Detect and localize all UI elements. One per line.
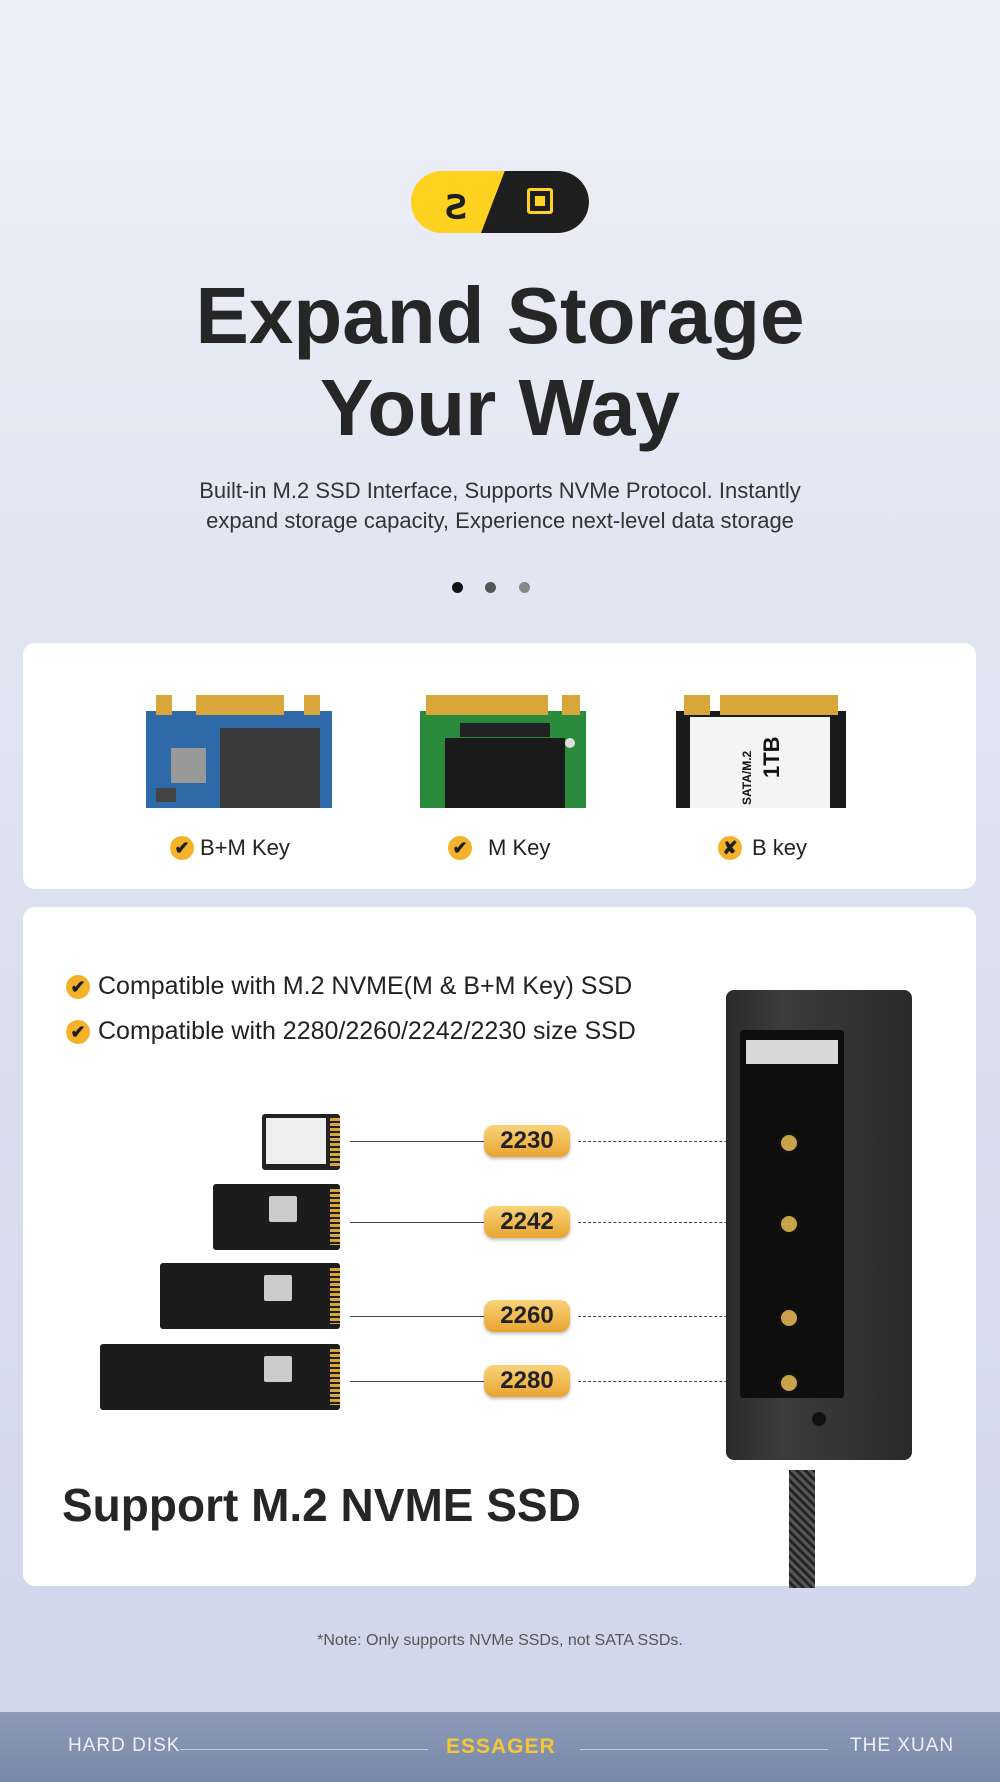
- carousel-dot-3[interactable]: [519, 582, 530, 593]
- connector-line: [350, 1222, 484, 1223]
- m-key-ssd-image: [420, 695, 586, 808]
- bm-key-ssd-image: [146, 695, 332, 808]
- footer-brand-logo: ESSAGER: [446, 1735, 556, 1758]
- ssd-2260-image: [160, 1263, 340, 1329]
- screw-hole: [812, 1412, 826, 1426]
- footer-divider: [180, 1749, 428, 1750]
- key-type-label: B+M Key: [200, 835, 290, 860]
- key-type-bm: ✔ B+M Key: [170, 835, 290, 861]
- enclosure-device-image: [726, 990, 912, 1460]
- brand-s-icon: ꙅ: [445, 180, 467, 227]
- carousel-dot-1[interactable]: [452, 582, 463, 593]
- size-badge-2242: 2242: [484, 1206, 570, 1238]
- key-type-label: M Key: [488, 835, 551, 860]
- ssd-2230-image: [262, 1114, 340, 1170]
- check-icon: ✔: [66, 1019, 90, 1044]
- size-badge-2280: 2280: [484, 1365, 570, 1397]
- connector-dash: [578, 1381, 788, 1382]
- mount-hole-2230: [778, 1132, 800, 1154]
- page-subtitle: Built-in M.2 SSD Interface, Supports NVM…: [199, 478, 801, 533]
- footer-left-text: HARD DISK: [68, 1735, 181, 1756]
- check-icon: ✔: [170, 836, 194, 860]
- footer-divider: [580, 1749, 828, 1750]
- ssd-2242-image: [213, 1184, 340, 1250]
- mount-hole-2260: [778, 1307, 800, 1329]
- key-type-label: B key: [752, 835, 808, 860]
- mount-hole-2280: [778, 1372, 800, 1394]
- feature-text: Compatible with 2280/2260/2242/2230 size…: [98, 1017, 636, 1045]
- key-type-b: ✘ B key: [718, 835, 807, 861]
- m2-connector: [746, 1040, 838, 1064]
- brand-badge: ꙅ: [411, 171, 589, 233]
- connector-line: [350, 1381, 484, 1382]
- b-key-ssd-image: SATA/M.2 1TB: [676, 695, 846, 808]
- feature-item: ✔ Compatible with 2280/2260/2242/2230 si…: [66, 1017, 636, 1046]
- check-icon: ✔: [66, 974, 90, 999]
- key-type-m: ✔ M Key: [448, 835, 550, 861]
- note-text: *Note: Only supports NVMe SSDs, not SATA…: [317, 1632, 683, 1649]
- mount-hole-2242: [778, 1213, 800, 1235]
- size-badge-2260: 2260: [484, 1300, 570, 1332]
- connector-dash: [578, 1222, 788, 1223]
- sata-label: SATA/M.2: [740, 750, 754, 805]
- size-badge-2230: 2230: [484, 1125, 570, 1157]
- connector-line: [350, 1141, 484, 1142]
- connector-line: [350, 1316, 484, 1317]
- footer-right-text: THE XUAN: [850, 1735, 955, 1756]
- feature-item: ✔ Compatible with M.2 NVME(M & B+M Key) …: [66, 972, 632, 1001]
- capacity-label: 1TB: [759, 736, 784, 778]
- footer-bar: [0, 1712, 1000, 1782]
- connector-dash: [578, 1141, 788, 1142]
- support-title: Support M.2 NVME SSD: [62, 1479, 581, 1531]
- usb-cable: [789, 1470, 815, 1588]
- chip-icon: [527, 188, 553, 214]
- check-icon: ✔: [448, 836, 472, 860]
- cross-icon: ✘: [718, 836, 742, 860]
- carousel-dot-2[interactable]: [485, 582, 496, 593]
- feature-text: Compatible with M.2 NVME(M & B+M Key) SS…: [98, 972, 633, 1000]
- connector-dash: [578, 1316, 788, 1317]
- ssd-2280-image: [100, 1344, 340, 1410]
